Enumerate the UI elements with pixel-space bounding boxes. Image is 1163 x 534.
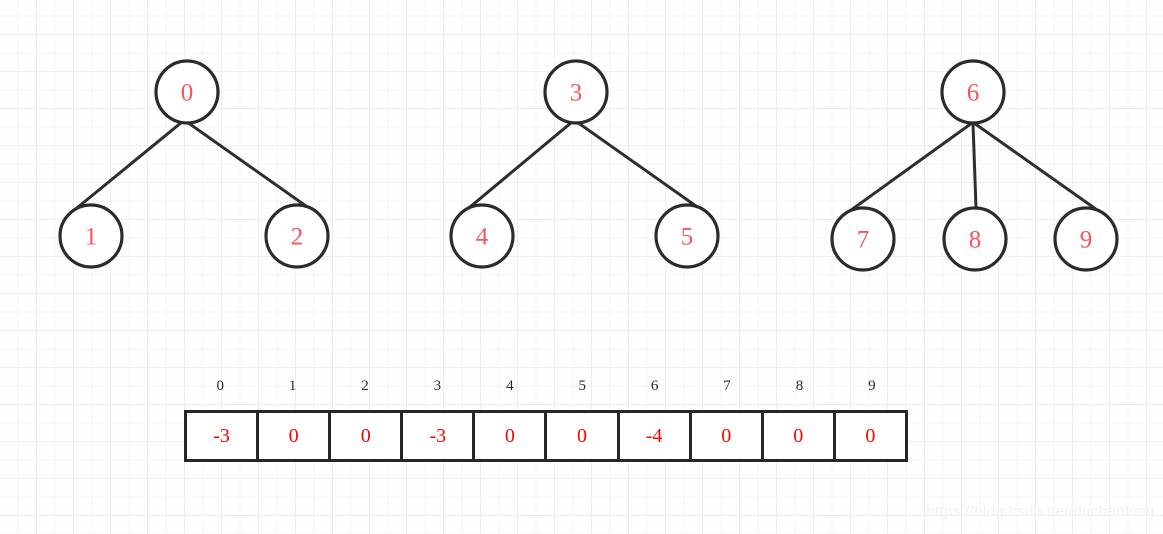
watermark-text: https://blog.csdn.net/duchenlong [926, 503, 1155, 520]
tree-node-4[interactable]: 4 [449, 203, 515, 269]
array-cell-9[interactable]: 0 [865, 424, 876, 447]
array-index-6: 6 [650, 378, 659, 394]
tree-edge-0-1 [70, 120, 184, 214]
array-index-4: 4 [506, 378, 514, 394]
array-index-9: 9 [868, 378, 876, 394]
node-circle-0 [154, 59, 220, 125]
tree-node-7[interactable]: 7 [830, 206, 896, 272]
array-cell-3[interactable]: -3 [403, 413, 476, 459]
array-cell-2[interactable]: 0 [331, 413, 404, 459]
tree-edge-6-9 [972, 121, 1102, 214]
tree-node-1[interactable]: 1 [58, 203, 124, 269]
node-label-7: 7 [857, 227, 870, 254]
array-index-1: 1 [288, 378, 297, 394]
tree-edge-3-5 [575, 120, 705, 213]
tree-edges-group [70, 120, 1102, 215]
node-label-5: 5 [681, 224, 694, 251]
tree-nodes-group: 0 1 2 3 4 5 6 7 8 9 [58, 59, 1119, 272]
node-label-4: 4 [476, 224, 489, 251]
tree-edge-0-2 [185, 120, 315, 213]
tree-node-6[interactable]: 6 [940, 59, 1006, 125]
array-cell-7[interactable]: 0 [692, 413, 764, 459]
array-cell-5[interactable]: 0 [547, 413, 620, 459]
node-circle-5 [654, 203, 720, 269]
array-cell-1[interactable]: 0 [259, 413, 332, 459]
array-index-row: 0 1 2 3 4 5 6 7 8 9 [184, 374, 908, 398]
tree-node-0[interactable]: 0 [154, 59, 220, 125]
node-circle-9 [1053, 206, 1119, 272]
node-circle-4 [449, 203, 515, 269]
node-circle-8 [942, 206, 1008, 272]
node-circle-1 [58, 203, 124, 269]
array-index-0: 0 [216, 378, 224, 394]
array-cell-0[interactable]: -3 [187, 413, 260, 459]
array-index-5: 5 [578, 378, 586, 394]
node-label-3: 3 [570, 80, 583, 107]
node-circle-2 [264, 203, 330, 269]
node-label-8: 8 [969, 227, 982, 254]
array-index-2: 2 [361, 378, 369, 394]
array-index-7: 7 [723, 378, 731, 394]
array-cell-6[interactable]: -4 [620, 413, 692, 459]
tree-node-9[interactable]: 9 [1053, 206, 1119, 272]
node-label-0: 0 [181, 80, 194, 107]
tree-edge-3-4 [462, 120, 574, 214]
array-cell-4[interactable]: 0 [475, 413, 548, 459]
tree-node-5[interactable]: 5 [654, 203, 720, 269]
array-cell-8[interactable]: 0 [764, 413, 836, 459]
node-circle-3 [543, 59, 609, 125]
array-index-3: 3 [433, 378, 442, 394]
node-circle-6 [940, 59, 1006, 125]
tree-edge-6-7 [845, 121, 974, 215]
node-label-2: 2 [291, 224, 304, 251]
tree-node-3[interactable]: 3 [543, 59, 609, 125]
node-label-6: 6 [967, 80, 980, 107]
node-circle-7 [830, 206, 896, 272]
tree-edge-6-8 [971, 121, 978, 210]
array-index-8: 8 [795, 378, 804, 394]
node-label-9: 9 [1080, 227, 1093, 254]
node-label-1: 1 [85, 224, 98, 251]
tree-node-2[interactable]: 2 [264, 203, 330, 269]
tree-node-8[interactable]: 8 [942, 206, 1008, 272]
